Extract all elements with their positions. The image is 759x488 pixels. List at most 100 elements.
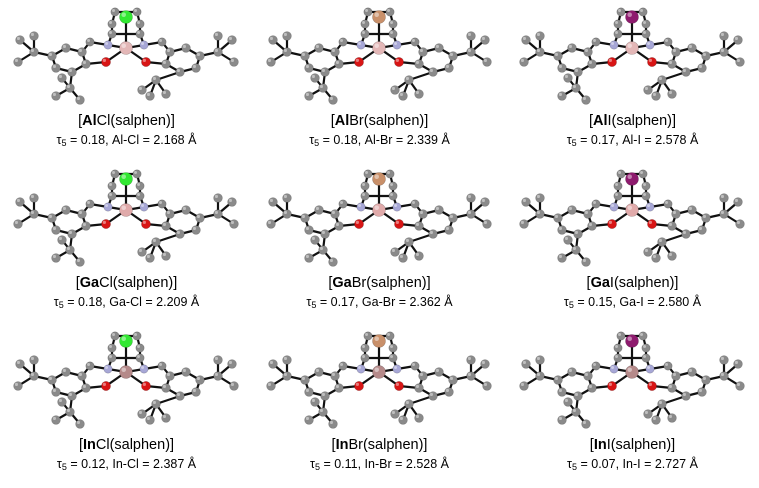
- atom-highlight: [48, 376, 52, 380]
- carbon-atom: [29, 209, 39, 219]
- carbon-atom: [557, 415, 567, 425]
- atom-highlight: [648, 58, 652, 62]
- carbon-atom: [57, 397, 67, 407]
- complex-stats: τ5 = 0.12, In-Cl = 2.387 Å: [56, 457, 197, 472]
- oxygen-atom: [101, 219, 111, 229]
- atom-highlight: [734, 198, 738, 202]
- carbon-atom: [641, 191, 651, 201]
- carbon-atom: [482, 381, 492, 391]
- carbon-atom: [145, 415, 155, 425]
- atom-highlight: [483, 382, 487, 386]
- atom-highlight: [301, 52, 305, 56]
- carbon-atom: [567, 367, 577, 377]
- atom-highlight: [14, 220, 18, 224]
- carbon-atom: [61, 367, 71, 377]
- carbon-atom: [268, 359, 278, 369]
- atom-highlight: [176, 230, 181, 234]
- carbon-atom: [735, 219, 745, 229]
- carbon-atom: [428, 67, 438, 77]
- atom-highlight: [138, 248, 143, 252]
- atom-highlight: [627, 367, 632, 372]
- carbon-atom: [573, 229, 583, 239]
- oxygen-atom: [394, 381, 404, 391]
- carbon-atom: [390, 85, 400, 95]
- carbon-atom: [51, 253, 61, 263]
- atom-highlight: [112, 9, 115, 12]
- atom-highlight: [78, 210, 82, 214]
- atom-highlight: [311, 398, 315, 402]
- complex-stats: τ5 = 0.11, In-Br = 2.528 Å: [310, 457, 449, 472]
- carbon-atom: [47, 51, 57, 61]
- atom-highlight: [536, 356, 540, 360]
- carbon-atom: [310, 73, 320, 83]
- atom-highlight: [618, 333, 621, 336]
- carbon-atom: [318, 407, 328, 417]
- atom-highlight: [68, 230, 72, 234]
- atom-highlight: [611, 204, 614, 207]
- carbon-atom: [519, 381, 529, 391]
- atom-highlight: [615, 21, 618, 25]
- metal-atom: [119, 365, 133, 379]
- carbon-atom: [657, 399, 667, 409]
- atom-highlight: [109, 183, 112, 186]
- carbon-atom: [733, 35, 743, 45]
- atom-highlight: [618, 171, 621, 174]
- carbon-atom: [651, 253, 661, 263]
- carbon-atom: [641, 353, 651, 363]
- atom-highlight: [702, 214, 706, 218]
- carbon-atom: [571, 83, 581, 93]
- atom-highlight: [558, 226, 562, 230]
- carbon-atom: [282, 31, 292, 41]
- atom-highlight: [467, 32, 471, 36]
- carbon-atom: [132, 169, 142, 179]
- carbon-atom: [135, 19, 145, 29]
- atom-highlight: [445, 388, 449, 392]
- oxygen-atom: [354, 219, 364, 229]
- atom-highlight: [643, 193, 646, 196]
- atom-highlight: [301, 376, 305, 380]
- atom-highlight: [331, 48, 335, 52]
- atom-highlight: [52, 92, 56, 96]
- carbon-atom: [466, 355, 476, 365]
- atom-highlight: [394, 366, 397, 369]
- atom-highlight: [698, 64, 702, 68]
- atom-highlight: [627, 174, 632, 179]
- atom-highlight: [321, 68, 325, 72]
- atom-highlight: [152, 400, 157, 404]
- atom-highlight: [152, 238, 157, 242]
- nitrogen-atom: [103, 40, 113, 50]
- carbon-atom: [268, 35, 278, 45]
- atom-highlight: [335, 60, 339, 64]
- atom-highlight: [138, 410, 143, 414]
- carbon-atom: [227, 197, 237, 207]
- carbon-atom: [29, 31, 39, 41]
- carbon-atom: [434, 367, 444, 377]
- atom-highlight: [564, 74, 568, 78]
- molecule-structure: [13, 7, 239, 105]
- atom-highlight: [644, 86, 648, 90]
- carbon-atom: [81, 383, 91, 393]
- carbon-atom: [266, 381, 276, 391]
- carbon-atom: [282, 209, 292, 219]
- carbon-atom: [581, 257, 591, 267]
- atom-highlight: [66, 84, 70, 88]
- atom-highlight: [588, 222, 592, 226]
- metal-atom: [119, 203, 133, 217]
- atom-highlight: [109, 193, 112, 196]
- carbon-atom: [304, 225, 314, 235]
- atom-highlight: [134, 171, 137, 174]
- atom-highlight: [429, 230, 433, 234]
- carbon-atom: [107, 191, 117, 201]
- carbon-atom: [687, 367, 697, 377]
- carbon-atom: [733, 197, 743, 207]
- halide-atom: [372, 334, 386, 348]
- carbon-atom: [613, 19, 623, 29]
- molecule-structure: [13, 331, 239, 429]
- carbon-atom: [229, 381, 239, 391]
- carbon-atom: [363, 331, 373, 341]
- atom-highlight: [355, 220, 359, 224]
- atom-highlight: [109, 355, 112, 358]
- atom-highlight: [146, 416, 151, 420]
- carbon-atom: [310, 397, 320, 407]
